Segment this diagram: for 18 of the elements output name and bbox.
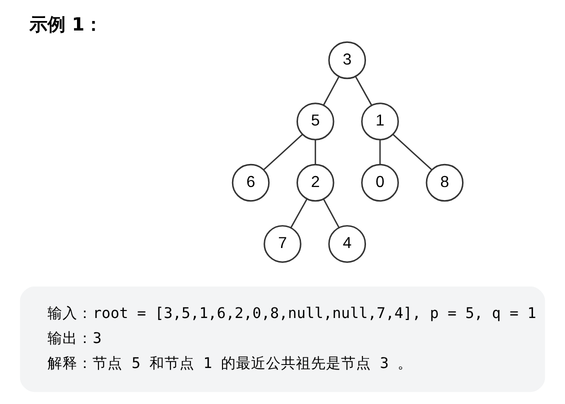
connector [290, 198, 308, 228]
diagram-title: 示例 1： [30, 14, 103, 36]
connector [263, 134, 303, 170]
node-circle: 5 [296, 102, 334, 140]
node-circle: 1 [361, 102, 399, 140]
connector [322, 198, 340, 228]
connector [379, 140, 381, 164]
node-circle: 0 [361, 164, 399, 202]
node-circle: 2 [296, 164, 334, 202]
connector [323, 76, 340, 106]
node-circle: 8 [426, 164, 464, 202]
connector [314, 140, 316, 164]
node-circle: 7 [264, 225, 302, 263]
node-circle: 3 [328, 41, 366, 80]
node-circle: 6 [232, 164, 270, 202]
node-circle: 4 [328, 225, 366, 263]
connector [392, 134, 432, 170]
connector [355, 76, 372, 106]
